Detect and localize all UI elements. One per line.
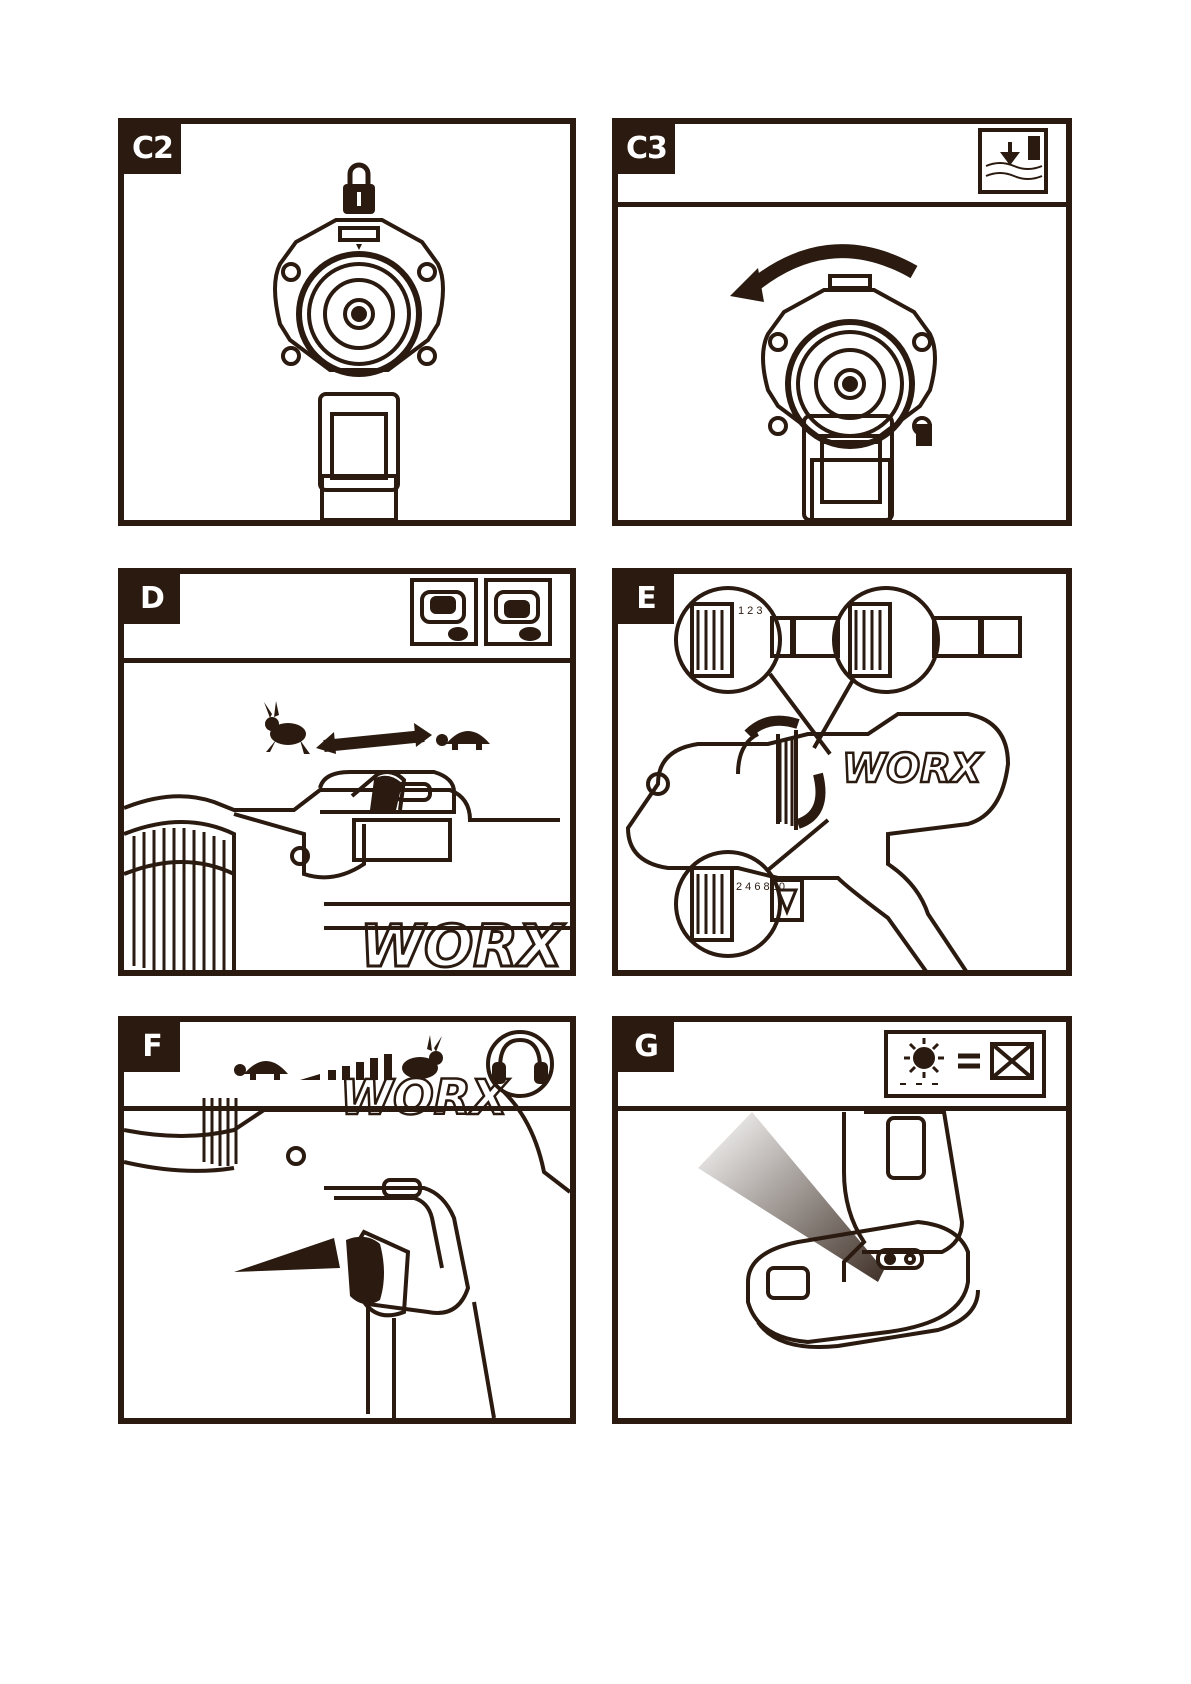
brand-logo: WORX	[360, 912, 566, 970]
trigger-speed-illustration: WORX	[124, 1022, 570, 1418]
battery-icon	[992, 1044, 1032, 1078]
panel-c2: C2	[118, 118, 576, 526]
chuck-rotate-illustration	[618, 124, 1066, 520]
led-light-illustration	[618, 1022, 1066, 1418]
rabbit-icon	[264, 701, 310, 754]
torque-collar-illustration: 1 2 3 2 4 6 8 10 WORX	[618, 574, 1066, 970]
panel-d: D	[118, 568, 576, 976]
lock-icon	[343, 165, 375, 214]
brand-logo: WORX	[842, 746, 984, 792]
speed-mode-icons	[412, 580, 550, 644]
torque-scale-upper: 1 2 3	[738, 605, 762, 617]
panel-c3: C3	[612, 118, 1072, 526]
turtle-icon	[234, 1061, 288, 1080]
speed-switch-illustration: WORX	[124, 574, 570, 970]
light-icon	[886, 1032, 1044, 1096]
panel-f: F	[118, 1016, 576, 1424]
brand-logo: WORX	[340, 1070, 510, 1126]
turtle-icon	[436, 731, 490, 750]
drill-mode-icon	[980, 130, 1046, 192]
panel-e: E 1 2 3 2 4 6 8 10 WORX	[612, 568, 1072, 976]
panel-g: G	[612, 1016, 1072, 1424]
chuck-front-illustration	[124, 124, 570, 520]
